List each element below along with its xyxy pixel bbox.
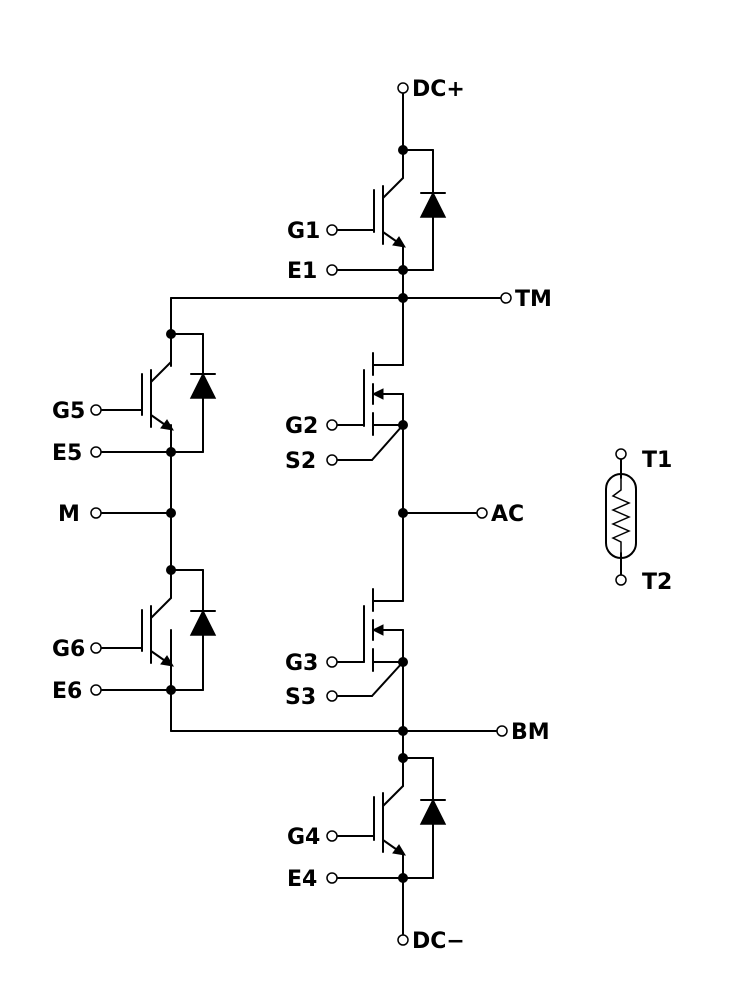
terminal-e4 [326,872,338,884]
terminal-g6 [90,642,102,654]
terminal-e5 [90,446,102,458]
diode-d5 [189,372,217,399]
gate-emitter-wires [337,269,404,879]
terminal-s3 [326,690,338,702]
terminal-dc-minus [397,934,409,946]
terminal-t1 [615,448,627,460]
label-e1: E1 [287,259,317,284]
terminal-ac [476,507,488,519]
terminal-e1 [326,264,338,276]
terminal-s2 [326,454,338,466]
label-tm: TM [515,287,552,312]
terminal-g4 [326,830,338,842]
terminal-g1 [326,224,338,236]
label-g6: G6 [52,637,85,662]
label-g5: G5 [52,399,85,424]
label-e5: E5 [52,441,82,466]
label-s2: S2 [285,449,316,474]
label-ac: AC [491,502,524,527]
terminal-e6 [90,684,102,696]
junction-dots [166,145,408,883]
terminal-t2 [615,574,627,586]
labels: DC+ DC− TM AC BM G1 E1 G2 S2 G3 S3 G4 E4… [52,77,672,954]
label-t1: T1 [642,448,672,473]
label-g1: G1 [287,219,320,244]
label-g2: G2 [285,414,318,439]
igbt-q6 [101,569,174,691]
terminal-g2 [326,419,338,431]
label-e4: E4 [287,867,317,892]
terminal-g3 [326,656,338,668]
label-s3: S3 [285,685,316,710]
mosfet-q3 [337,588,404,697]
label-t2: T2 [642,570,672,595]
terminal-g5 [90,404,102,416]
label-g3: G3 [285,651,318,676]
igbt-q1 [337,149,406,253]
diode-d4 [419,798,447,825]
label-e6: E6 [52,679,82,704]
terminals [90,82,627,946]
diode-d6 [189,609,217,636]
terminal-tm [500,292,512,304]
label-bm: BM [511,720,550,745]
ntc-thermistor [605,458,637,576]
label-m: M [58,502,80,527]
label-dc-plus: DC+ [412,77,465,102]
terminal-bm [496,725,508,737]
diode-d1 [419,191,447,218]
terminal-dc-plus [397,82,409,94]
igbt-q4 [337,757,406,861]
label-g4: G4 [287,825,320,850]
igbt-q5 [101,333,174,453]
mosfet-q2 [337,297,404,461]
label-dc-minus: DC− [412,929,465,954]
terminal-m [90,507,102,519]
